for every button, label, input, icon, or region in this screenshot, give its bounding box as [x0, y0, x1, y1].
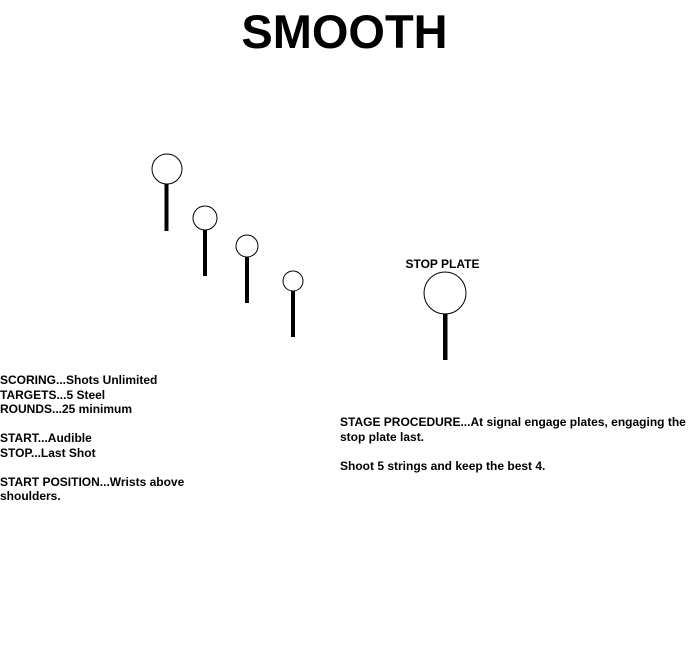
stage-info-right: STAGE PROCEDURE...At signal engage plate…: [340, 415, 689, 473]
stage-info-left: SCORING...Shots Unlimited TARGETS...5 St…: [0, 373, 200, 504]
strings-text: Shoot 5 strings and keep the best 4.: [340, 458, 546, 473]
targets-text: TARGETS...5 Steel: [0, 387, 106, 402]
rounds-text: ROUNDS...25 minimum: [0, 402, 133, 416]
scoring-text: SCORING...Shots Unlimited: [0, 373, 158, 387]
steel-plate-2: [192, 205, 218, 276]
stop-plate: [423, 271, 467, 360]
stage-title: SMOOTH: [241, 5, 448, 58]
steel-plate-4: [282, 270, 304, 337]
steel-plate-3: [235, 234, 259, 303]
start-text: START...Audible: [0, 431, 92, 445]
stop-text: STOP...Last Shot: [0, 445, 96, 460]
stage-procedure-text: STAGE PROCEDURE...At signal engage plate…: [340, 415, 686, 444]
start-position-text: START POSITION...Wrists above shoulders.: [0, 474, 185, 504]
steel-plate-1: [151, 153, 183, 231]
stop-plate-label: STOP PLATE: [405, 257, 480, 271]
